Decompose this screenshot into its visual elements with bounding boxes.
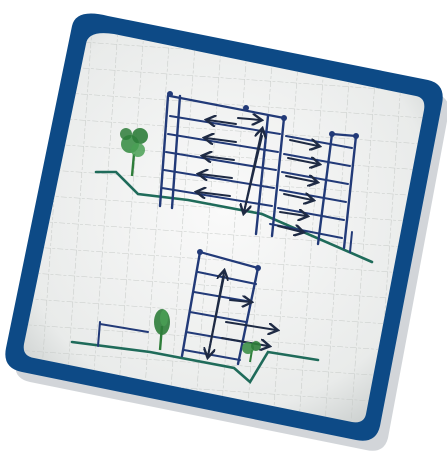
sketch-illustration: [0, 0, 447, 458]
